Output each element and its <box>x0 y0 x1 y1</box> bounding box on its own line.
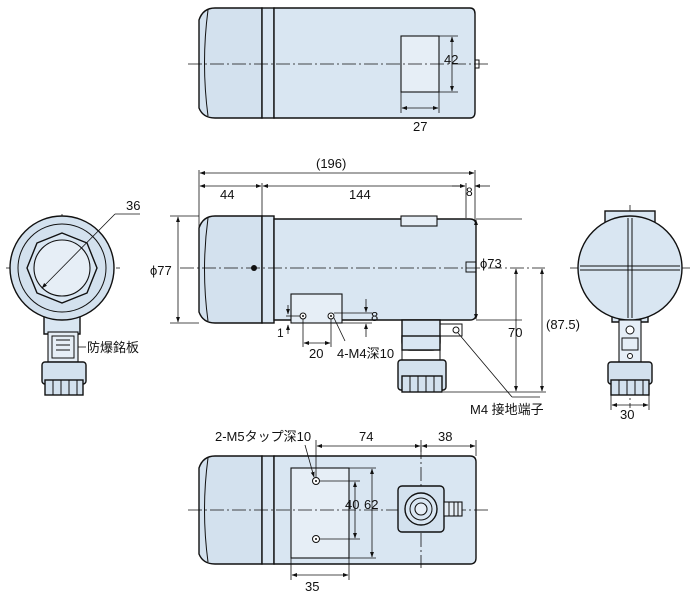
dim-40-label: 40 <box>345 497 359 512</box>
ground-terminal-screw <box>452 326 460 334</box>
top-view-body <box>261 7 275 119</box>
dia-73-label: ϕ73 <box>480 256 502 271</box>
front-view-cap <box>198 215 263 324</box>
dim-8-top-label: 8 <box>466 185 473 199</box>
dim-8-side-label: 8 <box>371 309 378 324</box>
dim-20-label: 20 <box>309 346 323 361</box>
right-view: 30 <box>570 205 690 422</box>
dim-44-label: 44 <box>220 187 234 202</box>
right-view-face <box>577 215 683 321</box>
bottom-view-cap <box>198 455 263 565</box>
bottom-view-mount-plate <box>290 467 350 559</box>
dim-62-label: 62 <box>364 497 378 512</box>
top-view-cap <box>198 7 263 119</box>
dim-35-label: 35 <box>305 579 319 594</box>
bottom-view: 2-M5タップ深10 74 38 40 62 35 <box>188 429 490 594</box>
front-view: (196) 44 144 8 <box>150 156 580 417</box>
dim-875-label: (87.5) <box>546 317 580 332</box>
dim-36-label: 36 <box>126 198 140 213</box>
dia-77-label: ϕ77 <box>150 263 172 278</box>
dim-1-label: 1 <box>277 326 284 340</box>
dim-70-label: 70 <box>508 325 522 340</box>
dim-196-label: (196) <box>316 156 346 171</box>
dim-27-label: 27 <box>413 119 427 134</box>
right-view-screw <box>625 325 635 335</box>
holes-m4-label: 4-M4深10 <box>337 346 394 361</box>
dim-42-label: 42 <box>444 52 458 67</box>
ground-terminal-label: M4 接地端子 <box>470 402 544 417</box>
dim-74-label: 74 <box>359 429 373 444</box>
front-view-top-tab <box>400 215 438 227</box>
nameplate-label: 防爆銘板 <box>87 340 139 355</box>
dim-38-label: 38 <box>438 429 452 444</box>
dim-30-label: 30 <box>620 407 634 422</box>
top-view: 42 27 <box>188 7 488 134</box>
left-view: 36 防爆銘板 <box>6 198 140 396</box>
dim-144-label: 144 <box>349 187 371 202</box>
holes-m5-label: 2-M5タップ深10 <box>215 429 311 444</box>
